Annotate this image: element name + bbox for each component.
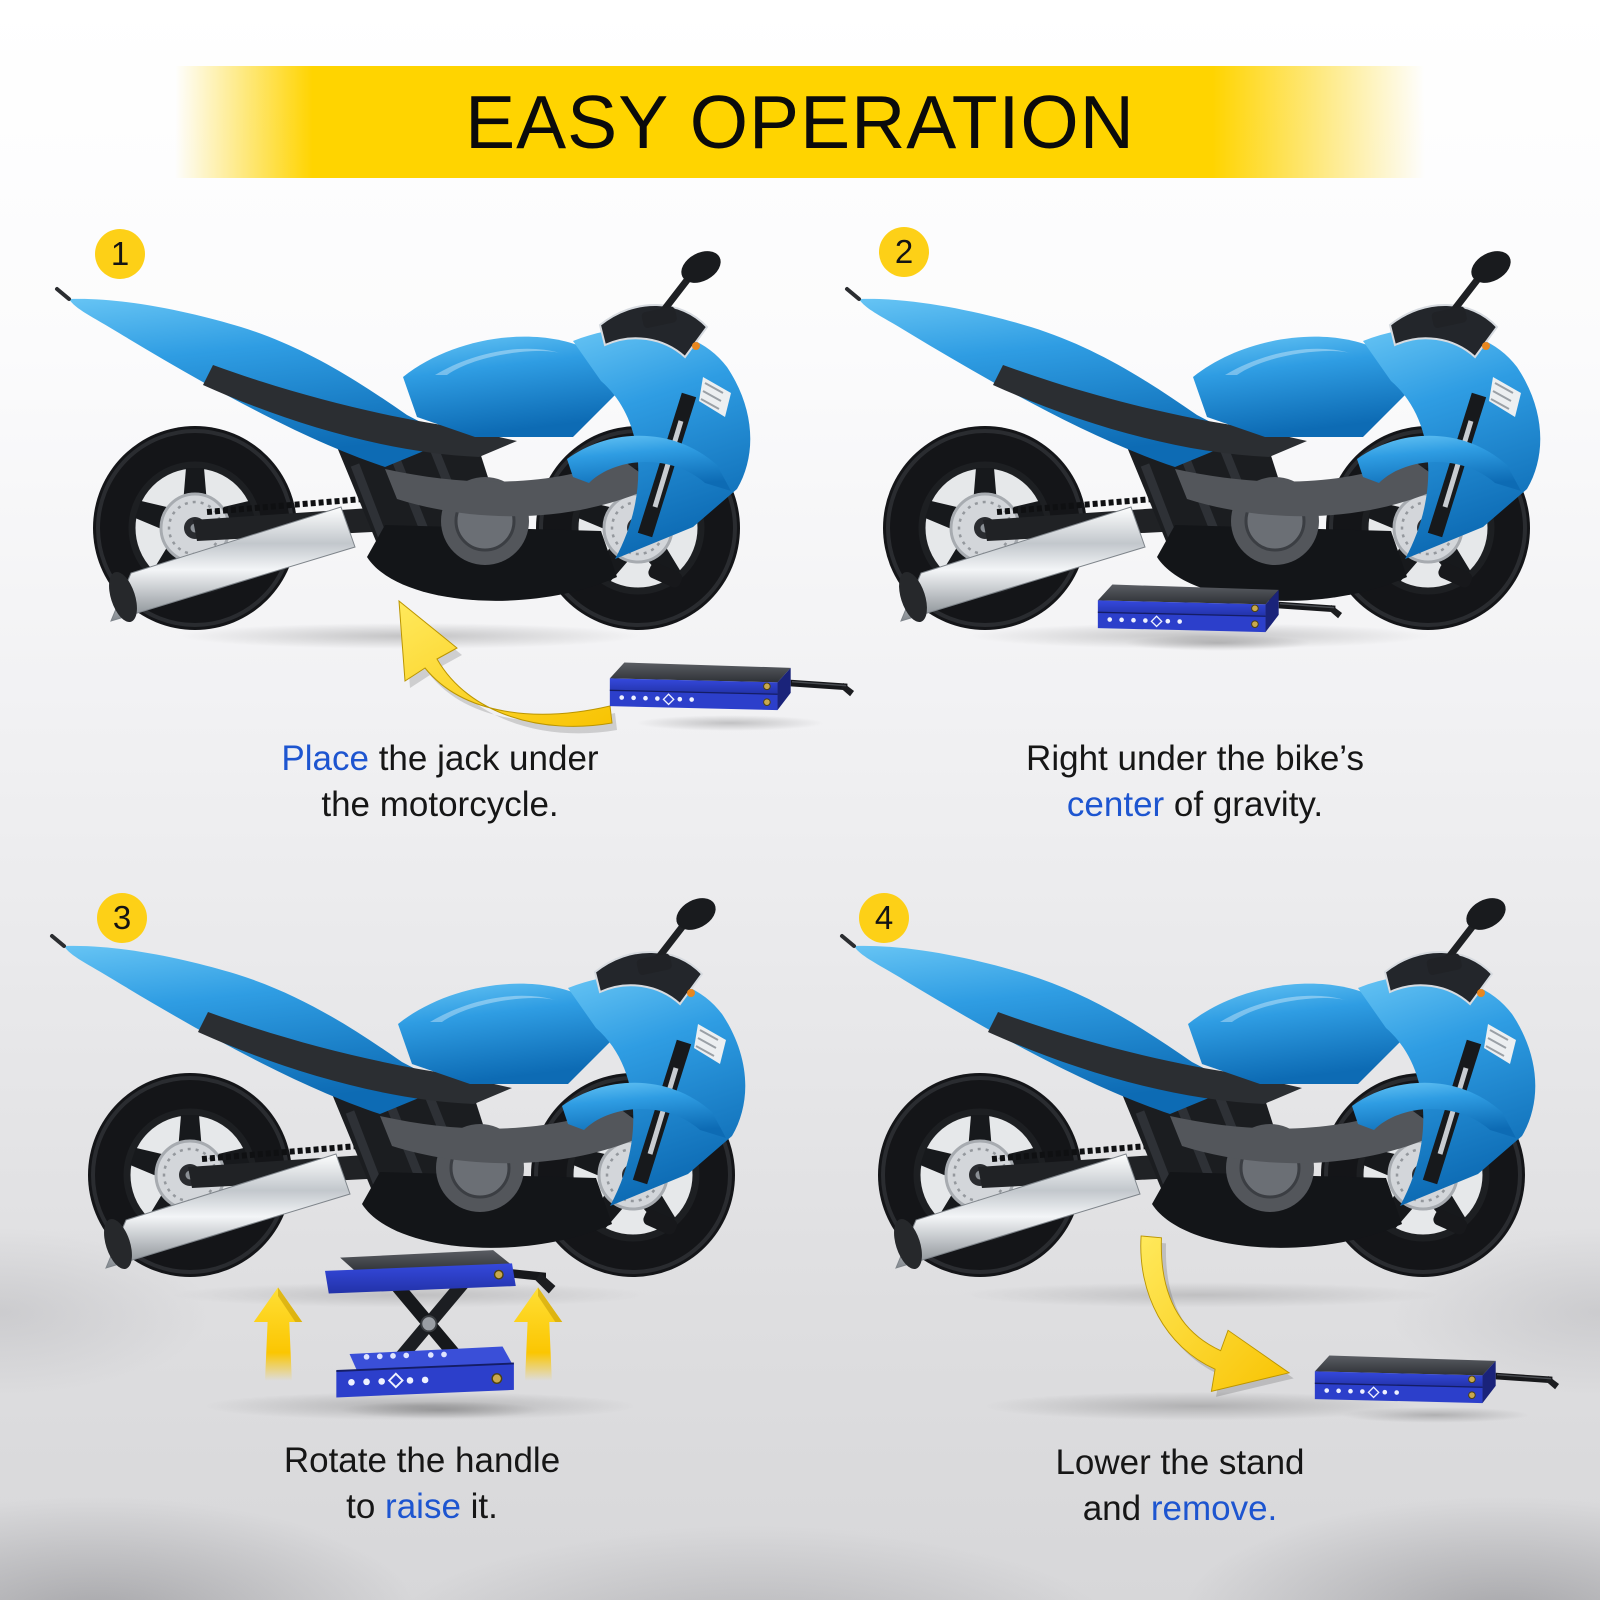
step-2-badge: 2 xyxy=(879,227,929,277)
step-3-caption: Rotate the handle to raise it. xyxy=(162,1438,682,1530)
step-1-badge: 1 xyxy=(95,229,145,279)
page-title: EASY OPERATION xyxy=(465,80,1135,164)
motorcycle-illustration-step-4 xyxy=(840,872,1570,1292)
motorcycle-illustration-step-1 xyxy=(55,225,785,645)
caption-line: Rotate the handle xyxy=(283,1441,561,1480)
caption-line: the motorcycle. xyxy=(321,785,559,824)
step-2-caption: Right under the bike’s center of gravity… xyxy=(935,736,1455,828)
header-banner: EASY OPERATION xyxy=(175,66,1425,178)
jack-shadow xyxy=(1305,1404,1565,1426)
step-3-badge: 3 xyxy=(97,893,147,943)
caption-line: and remove. xyxy=(1082,1489,1278,1528)
step-1-number: 1 xyxy=(110,235,130,272)
scissor-jack-raised-illustration xyxy=(324,1249,557,1399)
caption-line: Right under the bike’s xyxy=(1026,739,1364,778)
step-2-number: 2 xyxy=(894,233,914,270)
step-1-caption: Place the jack under the motorcycle. xyxy=(180,736,700,828)
scissor-jack-collapsed-illustration-step-2 xyxy=(1097,583,1343,633)
scissor-jack-collapsed-illustration-step-4 xyxy=(1314,1354,1560,1404)
curved-arrow-down-right-icon xyxy=(1140,1235,1295,1398)
jack-shadow xyxy=(300,1398,580,1422)
floor-shadow xyxy=(880,1278,1520,1312)
scissor-jack-collapsed-illustration-step-1 xyxy=(609,661,855,711)
caption-line: to raise it. xyxy=(346,1487,498,1526)
jack-shadow xyxy=(1088,632,1348,654)
step-4-caption: Lower the stand and remove. xyxy=(920,1440,1440,1532)
step-4-badge: 4 xyxy=(859,893,909,943)
caption-line: center of gravity. xyxy=(1066,785,1324,824)
caption-line: Lower the stand xyxy=(1055,1443,1305,1482)
jack-shadow xyxy=(600,712,860,734)
curved-arrow-up-left-icon xyxy=(398,600,618,734)
motorcycle-illustration-step-3 xyxy=(50,872,780,1292)
caption-line: Place the jack under xyxy=(281,739,599,778)
up-arrow-icon xyxy=(253,1287,303,1381)
step-4-number: 4 xyxy=(874,899,894,936)
step-3-number: 3 xyxy=(112,899,132,936)
